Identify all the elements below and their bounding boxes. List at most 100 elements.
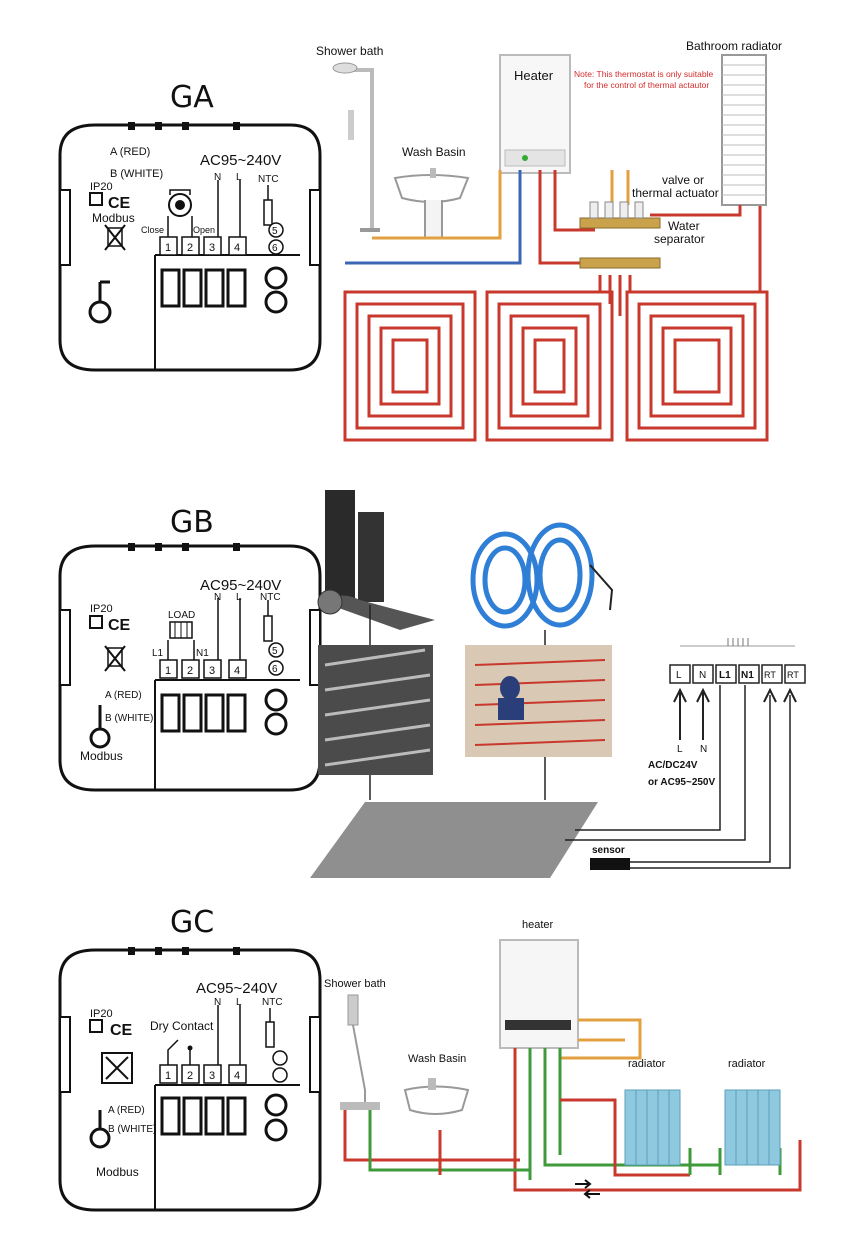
arrow-n-label: N [700,744,707,755]
ce-mark: CE [108,617,131,634]
valve-label-1: valve or [662,173,704,187]
arrow-l-label: L [677,744,683,755]
n-label: N [214,997,221,1008]
l-label: L [236,172,242,183]
wash-basin-label: Wash Basin [408,1053,466,1065]
ntc-label: NTC [260,592,281,603]
terminal-4: 4 [234,665,240,677]
section-gb: GB [0,450,850,890]
l-label: L [236,997,242,1008]
l-label: L [236,592,242,603]
terminal-5: 5 [272,646,278,657]
ce-mark: CE [110,1022,133,1039]
modbus-label: Modbus [80,749,123,763]
modbus-label: Modbus [92,211,135,225]
terminal-6: 6 [272,243,278,254]
strip-l1: L1 [719,670,731,681]
shower-bath-label: Shower bath [316,44,383,58]
ce-mark: CE [108,195,131,212]
voltage-label: AC95~240V [196,980,277,997]
open-label: Open [193,225,215,235]
heating-film-rolls-photo [317,490,435,630]
note-line-2: for the control of thermal actautor [584,80,709,90]
strip-n1: N1 [741,670,754,681]
pipes [343,1018,802,1192]
wire-b-label: B (WHITE) [105,713,153,724]
ntc-label: NTC [262,997,283,1008]
terminal-1: 1 [165,665,171,677]
terminal-1: 1 [165,242,171,254]
terminal-5: 5 [272,226,278,237]
terminal-strip [669,638,806,740]
radiator-icon [624,1089,681,1166]
gb-diagram: AC95~240V N L NTC IP20 CE LOAD L1 N1 1 2… [58,490,806,878]
wash-basin-icon [393,168,470,239]
section-ga: GA [0,0,850,450]
supply-label-1: AC/DC24V [648,760,698,771]
l1-label: L1 [152,648,164,659]
ga-diagram: A (RED) B (WHITE) AC95~240V N L NTC IP20… [58,39,782,442]
wire-a-label: A (RED) [105,690,142,701]
wire-a-label: A (RED) [110,146,150,158]
terminal-2: 2 [187,1070,193,1082]
dry-contact-label: Dry Contact [150,1019,214,1033]
terminal-3: 3 [209,242,215,254]
n1-label: N1 [196,648,209,659]
separator-label-1: Water [668,219,700,233]
load-label: LOAD [168,610,195,621]
gc-radiator-illustration: Shower bath Wash Basin heater radiator r… [324,919,802,1199]
shower-icon [340,994,380,1110]
section-title: GA [170,80,214,115]
heater-label: heater [522,919,554,931]
terminal-3: 3 [209,1070,215,1082]
ntc-label: NTC [258,174,279,185]
terminal-6: 6 [272,664,278,675]
radiator-label-2: radiator [728,1058,766,1070]
terminal-1: 1 [165,1070,171,1082]
sensor-label: sensor [592,845,625,856]
wash-basin-label: Wash Basin [402,145,466,159]
heating-cable-floor-photo [465,645,612,757]
heater-label: Heater [514,68,554,83]
heating-cable-rolls-photo [470,522,614,629]
load-wiring [565,685,791,869]
ip-label: IP20 [90,1008,113,1020]
supply-label-2: or AC95~250V [648,777,715,788]
thermostat-labels: A (RED) B (WHITE) AC95~240V N L NTC IP20… [90,146,281,254]
valve-label-2: thermal actuator [632,186,719,200]
terminal-4: 4 [234,1070,240,1082]
separator-label-2: separator [654,232,705,246]
flow-arrow-left [583,1189,600,1199]
wire-b-label: B (WHITE) [110,168,163,180]
ga-heating-illustration: Shower bath Heater Wash Basin Note: This… [316,39,782,442]
n-label: N [214,172,221,183]
sensor-probe [590,858,630,870]
heater-icon [499,939,579,1049]
terminal-2: 2 [187,242,193,254]
thermostat-back-panel [58,543,322,792]
heater-icon [499,54,571,174]
floor-heating-loops [343,205,769,442]
section-gc: GC [0,890,850,1240]
strip-rt-2: RT [787,670,799,680]
heating-mat-shape [310,802,598,878]
bathroom-radiator-icon [721,54,767,206]
water-separator-icon [579,201,661,269]
close-label: Close [141,225,164,235]
ip-label: IP20 [90,603,113,615]
thermostat-labels: AC95~240V N L NTC IP20 CE LOAD L1 N1 1 2… [80,577,281,763]
strip-n: N [699,670,706,681]
voltage-label: AC95~240V [200,577,281,594]
radiator-icon [724,1089,781,1166]
wash-basin-icon [403,1078,470,1115]
ip-label: IP20 [90,181,113,193]
voltage-label: AC95~240V [200,152,281,169]
terminal-4: 4 [234,242,240,254]
thermostat-back-panel [58,122,322,372]
terminal-3: 3 [209,665,215,677]
gc-diagram: AC95~240V N L NTC IP20 CE Dry Contact 1 … [58,919,802,1212]
gb-floor-heating-illustration: L N L1 N1 RT RT L N AC/DC24V or AC95~250… [310,490,806,878]
modbus-label: Modbus [96,1165,139,1179]
shower-bath-label: Shower bath [324,978,386,990]
flow-arrow-right [575,1179,592,1189]
